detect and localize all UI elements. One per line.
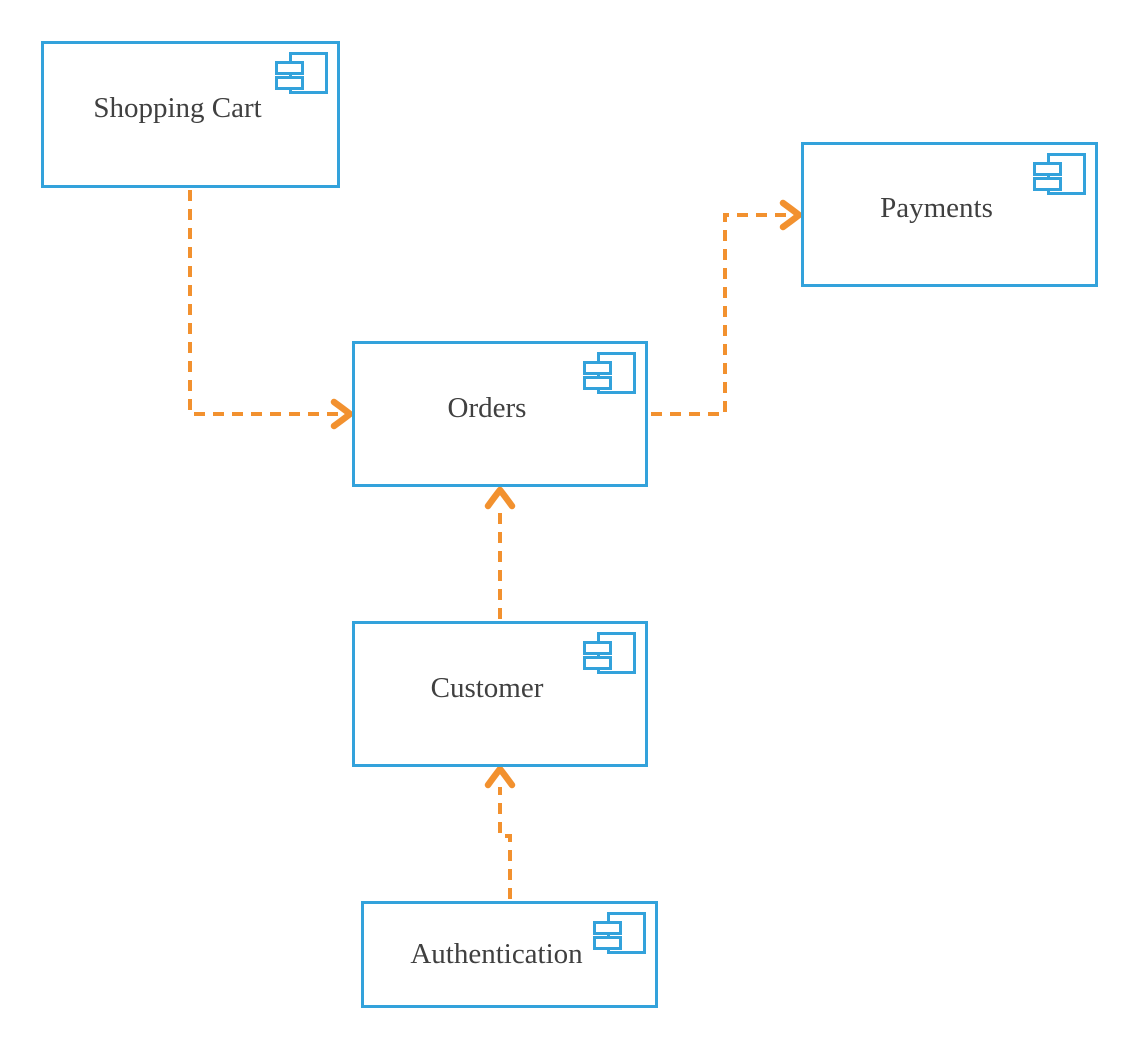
- uml-component-icon: [583, 352, 636, 394]
- uml-component-icon: [275, 52, 328, 94]
- node-payments[interactable]: Payments: [801, 142, 1098, 287]
- node-label: Payments: [880, 192, 993, 224]
- edge-orders-to-payments[interactable]: [651, 199, 803, 416]
- arrowhead-icon: [484, 765, 516, 789]
- arrowhead-icon: [330, 398, 354, 430]
- node-shopping-cart[interactable]: Shopping Cart: [41, 41, 340, 188]
- node-authentication[interactable]: Authentication: [361, 901, 658, 1008]
- node-customer[interactable]: Customer: [352, 621, 648, 767]
- uml-component-icon: [583, 632, 636, 674]
- node-label: Shopping Cart: [93, 92, 262, 124]
- uml-component-icon: [1033, 153, 1086, 195]
- node-label: Customer: [430, 671, 544, 704]
- node-label: Orders: [447, 391, 527, 424]
- edge-line: [498, 787, 512, 899]
- arrowhead-icon: [484, 486, 516, 510]
- node-orders[interactable]: Orders: [352, 341, 648, 487]
- uml-component-icon: [593, 912, 646, 954]
- edge-line: [188, 190, 338, 416]
- arrowhead-icon: [779, 199, 803, 231]
- edge-line: [651, 213, 787, 416]
- edge-authentication-to-customer[interactable]: [484, 765, 516, 899]
- edge-customer-to-orders[interactable]: [484, 486, 516, 619]
- node-label: Authentication: [410, 938, 583, 970]
- edge-shopping-cart-to-orders[interactable]: [188, 190, 354, 430]
